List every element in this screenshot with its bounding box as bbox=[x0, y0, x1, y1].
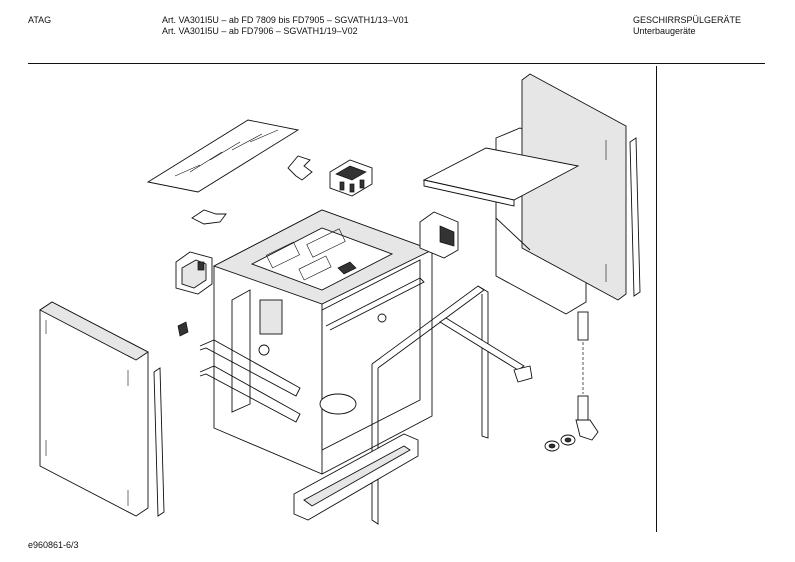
category-title: GESCHIRRSPÜLGERÄTE bbox=[633, 15, 742, 25]
inlet-hose-part bbox=[575, 311, 599, 441]
mounting-bracket-part bbox=[287, 155, 313, 181]
upper-rack-rail bbox=[325, 277, 425, 331]
spray-tube-part bbox=[439, 317, 533, 383]
insulation-mat-part bbox=[146, 119, 300, 193]
door-frame-part bbox=[371, 285, 489, 525]
subcategory-title: Unterbaugeräte bbox=[633, 26, 696, 36]
right-side-panel bbox=[495, 73, 627, 315]
left-side-panel bbox=[39, 301, 149, 517]
hinge-bracket-part bbox=[191, 209, 227, 225]
dishwasher-tub bbox=[212, 209, 434, 475]
brand-name: ATAG bbox=[28, 15, 52, 25]
top-cover-panel bbox=[422, 147, 580, 207]
drawing-number: e960861-6/3 bbox=[28, 540, 79, 550]
rack-rail-part bbox=[199, 339, 301, 423]
header-divider bbox=[28, 63, 765, 64]
hose-fitting-part bbox=[544, 434, 576, 452]
control-bracket-part bbox=[419, 211, 459, 259]
article-line-2: Art. VA301I5U – ab FD7906 – SGVATH1/19–V… bbox=[162, 26, 358, 36]
right-trim-strip bbox=[629, 137, 641, 297]
connector-block-part bbox=[329, 159, 373, 197]
article-line-1: Art. VA301I5U – ab FD 7809 bis FD7905 – … bbox=[162, 15, 409, 25]
small-clip-part bbox=[177, 321, 189, 337]
left-trim-strip bbox=[153, 367, 165, 517]
side-mounting-part bbox=[175, 251, 213, 295]
side-divider bbox=[656, 66, 657, 532]
base-plate-part bbox=[293, 433, 419, 521]
